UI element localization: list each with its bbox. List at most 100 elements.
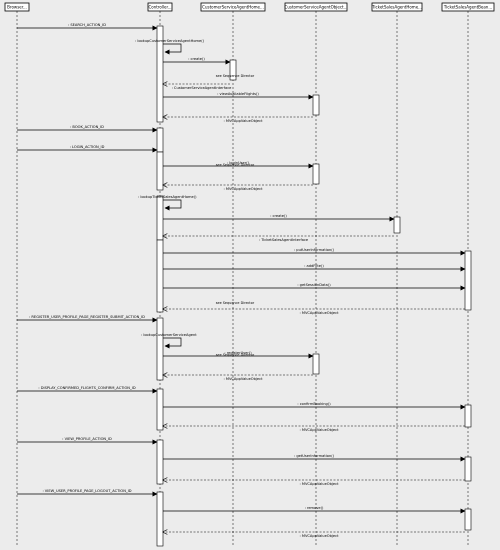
message-label: : LOGIN_ACTION_ID	[70, 145, 105, 149]
message-self-call[interactable]: : lookupTicketSalesAgentHome()	[138, 195, 197, 211]
message-call[interactable]: : putUserInformation()	[163, 248, 466, 256]
message-label: : lookupCustomerServiceAgentHome()	[135, 39, 205, 43]
activation-bar	[312, 353, 320, 375]
lifeline-box-tsabean[interactable]	[441, 2, 495, 12]
message-return[interactable]: : MVCAppValueObject	[163, 480, 465, 486]
lifeline-csaobj: CustomerServiceAgentObject...	[284, 2, 348, 547]
message-call[interactable]: : VIEW_PROFILE_ACTION_ID	[17, 437, 158, 445]
lifeline-name-browser: Browser...	[7, 5, 27, 10]
lifeline-box-tsahome[interactable]	[371, 2, 423, 12]
note-label: see Sequence Director	[216, 163, 255, 167]
message-line	[163, 199, 182, 211]
message-return[interactable]: : MVCAppValueObject	[163, 532, 465, 538]
note-label: see Sequence Director	[216, 74, 255, 78]
message-label: : REGISTER_USER_PROFILE_PAGE_REGISTER_SU…	[29, 315, 145, 319]
activation-bar	[156, 388, 164, 431]
message-label: : MVCAppValueObject	[299, 311, 339, 315]
message-label: : loginUser()	[227, 161, 250, 165]
lifeline-box-controller[interactable]	[147, 2, 173, 12]
message-label: : BOOK_ACTION_ID	[70, 125, 104, 129]
message-call[interactable]: : getUserInformation()	[163, 454, 466, 462]
message-call[interactable]: : viewAvailableFlights()	[163, 92, 314, 100]
lifeline-name-tsahome: TicketSalesAgentHome...	[371, 5, 422, 10]
message-label: : registerUser()	[224, 351, 252, 355]
message-call[interactable]: : addFlite()	[163, 264, 466, 272]
message-call[interactable]: : SEARCH_ACTION_ID	[17, 23, 158, 31]
activation-bar	[312, 163, 320, 185]
message-label: : MVCAppValueObject	[299, 482, 339, 486]
message-label: : MVCAppValueObject	[299, 534, 339, 538]
activation-bar	[464, 456, 472, 482]
message-label: : MVCAppValueObject	[223, 119, 263, 123]
message-label: : DISPLAY_CONFIRMED_FLIGHTS_CONFIRM_ACTI…	[38, 386, 135, 390]
lifeline-name-csahome: CustomerServiceAgentHome...	[202, 5, 264, 10]
message-call[interactable]: : loginUser()	[163, 161, 314, 169]
message-return[interactable]: : TicketSalesAgentInterface	[163, 236, 394, 242]
message-return[interactable]: : MVCAppValueObject	[163, 375, 313, 381]
activation-bar	[156, 151, 164, 191]
lifeline-box-csahome[interactable]	[200, 2, 266, 12]
message-label: : remove()	[305, 506, 324, 510]
lifeline-name-controller: Controller...	[148, 5, 171, 10]
message-label: : addFlite()	[304, 264, 324, 268]
message-label: : create()	[270, 214, 287, 218]
message-return[interactable]: : MVCAppValueObject	[163, 117, 313, 123]
message-label: : TicketSalesAgentInterface	[259, 238, 309, 242]
message-return[interactable]: : MVCAppValueObject	[163, 309, 465, 315]
message-return[interactable]: : MVCAppValueObject	[163, 185, 313, 191]
message-label: : getSessionData()	[297, 283, 331, 287]
lifelines-layer: Browser... Controller... CustomerServiceAg…	[4, 2, 495, 547]
lifeline-name-csaobj: CustomerServiceAgentObject...	[285, 5, 348, 10]
message-call[interactable]: : getSessionData()	[163, 283, 466, 291]
message-call[interactable]: : DISPLAY_CONFIRMED_FLIGHTS_CONFIRM_ACTI…	[17, 386, 158, 394]
message-call[interactable]: : BOOK_ACTION_ID	[17, 125, 158, 133]
message-label: : getUserInformation()	[294, 454, 335, 458]
activation-bar	[393, 216, 401, 234]
message-label: : confirmBooking()	[297, 402, 331, 406]
activation-bar	[156, 439, 164, 485]
activation-bar	[156, 25, 164, 123]
activation-bar	[464, 250, 472, 311]
message-label: : putUserInformation()	[294, 248, 335, 252]
note-label: see Sequence Director	[216, 353, 255, 357]
lifeline-box-csaobj[interactable]	[284, 2, 348, 12]
message-return[interactable]: : CustomerServiceAgentInterface	[163, 84, 232, 90]
lifeline-tsahome: TicketSalesAgentHome...	[371, 2, 423, 547]
activation-bar	[156, 195, 164, 241]
message-call[interactable]: : confirmBooking()	[163, 402, 466, 410]
activation-bar	[464, 404, 472, 428]
activation-bar	[156, 239, 164, 313]
message-call[interactable]: : LOGIN_ACTION_ID	[17, 145, 158, 153]
message-call[interactable]: : REGISTER_USER_PROFILE_PAGE_REGISTER_SU…	[17, 315, 158, 323]
lifeline-name-tsabean: TicketSalesAgentBean...	[443, 5, 492, 10]
message-line	[163, 43, 182, 55]
activation-bar	[312, 94, 320, 116]
activation-bar	[464, 508, 472, 531]
activation-bar	[156, 491, 164, 547]
activation-bar	[229, 59, 237, 81]
message-label: : create()	[188, 57, 205, 61]
message-self-call[interactable]: : lookupCustomerServiceAgentHome()	[135, 39, 205, 55]
message-call[interactable]: : VIEW_USER_PROFILE_PAGE_LOGOUT_ACTION_I…	[17, 489, 158, 497]
message-label: : lookupTicketSalesAgentHome()	[138, 195, 197, 199]
lifeline-csahome: CustomerServiceAgentHome...	[200, 2, 266, 547]
message-call[interactable]: : registerUser()	[163, 351, 314, 359]
message-label: : SEARCH_ACTION_ID	[68, 23, 106, 27]
message-return[interactable]: : MVCAppValueObject	[163, 426, 465, 432]
message-call[interactable]: : remove()	[163, 506, 466, 514]
messages-layer: : SEARCH_ACTION_ID : lookupCustomerServic…	[17, 23, 466, 538]
message-self-call[interactable]: : lookupCustomerServiceAgent	[141, 333, 197, 349]
lifeline-box-browser[interactable]	[4, 2, 30, 12]
activations-layer	[156, 25, 472, 547]
message-label: : MVCAppValueObject	[223, 377, 263, 381]
message-label: : MVCAppValueObject	[299, 428, 339, 432]
message-label: : VIEW_PROFILE_ACTION_ID	[62, 437, 112, 441]
message-call[interactable]: : create()	[163, 214, 395, 222]
message-label: : CustomerServiceAgentInterface	[172, 86, 233, 90]
activation-bar	[156, 127, 164, 153]
notes-layer: see Sequence Director see Sequence Direct…	[216, 74, 255, 357]
message-line	[163, 337, 182, 349]
message-call[interactable]: : create()	[163, 57, 231, 65]
